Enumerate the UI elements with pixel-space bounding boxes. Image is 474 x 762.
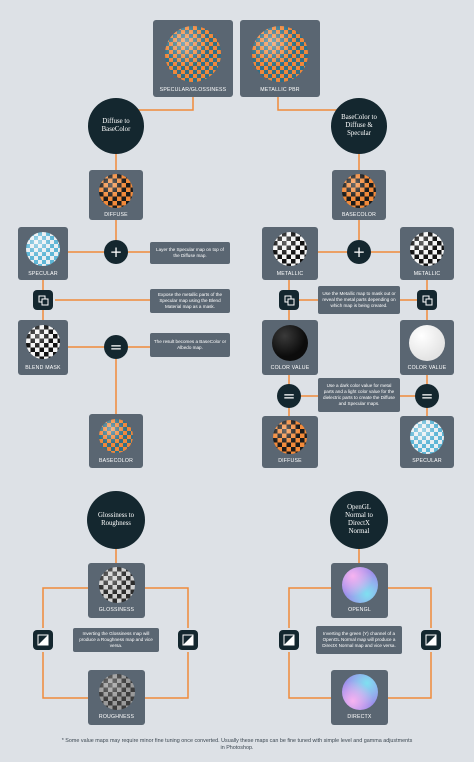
equals-operator-right: = <box>415 384 439 408</box>
metallic-left-sphere <box>273 232 307 266</box>
specular-result-label: SPECULAR <box>412 458 442 464</box>
roughness-label: ROUGHNESS <box>98 714 135 720</box>
basecolor-result-sphere <box>99 419 133 453</box>
specular-result-sphere <box>410 420 444 454</box>
color-value-light-sphere <box>409 325 445 361</box>
result-note: The result becomes a BaseColor or Albedo… <box>150 333 230 357</box>
metallic-left-card: METALLIC <box>262 227 318 280</box>
basecolor-result-card: BASECOLOR <box>89 414 143 468</box>
diffuse-result-sphere <box>273 420 307 454</box>
equals-operator: = <box>104 335 128 359</box>
roughness-sphere <box>98 674 135 710</box>
diffuse-result-label: DIFFUSE <box>278 458 302 464</box>
directx-sphere <box>341 674 378 710</box>
color-value-dark-card: COLOR VALUE <box>262 320 318 375</box>
opengl-card: OPENGL <box>331 563 388 618</box>
invert-icon <box>178 630 198 650</box>
metallic-right-sphere <box>410 232 444 266</box>
color-value-note: Use a dark color value for metal parts a… <box>318 378 400 412</box>
color-value-dark-sphere <box>272 325 308 361</box>
metallic-pbr-label: METALLIC PBR <box>260 87 300 93</box>
footnote: * Some value maps may require minor fine… <box>61 738 413 751</box>
glossiness-card: GLOSSINESS <box>88 563 145 618</box>
add-operator: + <box>104 240 128 264</box>
metallic-left-label: METALLIC <box>276 271 304 277</box>
opengl-sphere <box>341 567 378 603</box>
diffuse-sphere <box>99 174 133 208</box>
mask-note: Expose the metallic parts of the Specula… <box>150 289 230 313</box>
specular-sphere <box>26 232 60 266</box>
specular-glossiness-card: SPECULAR/GLOSSINESS <box>153 20 233 97</box>
metallic-right-card: METALLIC <box>400 227 454 280</box>
layer-copy-icon <box>279 290 299 310</box>
color-value-right-label: COLOR VALUE <box>407 365 447 371</box>
layer-copy-icon <box>417 290 437 310</box>
color-value-left-label: COLOR VALUE <box>270 365 310 371</box>
basecolor-to-diffuse-specular-heading: BaseColor to Diffuse & Specular <box>331 98 387 154</box>
equals-operator-left: = <box>277 384 301 408</box>
normal-note: Inverting the green (Y) channel of a Ope… <box>316 626 402 654</box>
layer-copy-icon <box>33 290 53 310</box>
glossiness-sphere <box>98 567 135 603</box>
diffuse-card: DIFFUSE <box>89 170 143 220</box>
color-value-light-card: COLOR VALUE <box>400 320 454 375</box>
specular-card: SPECULAR <box>18 227 68 280</box>
basecolor-card: BASECOLOR <box>332 170 386 220</box>
diffuse-result-card: DIFFUSE <box>262 416 318 468</box>
glossiness-note: Inverting the Glossiness map will produc… <box>73 628 159 652</box>
metallic-right-label: METALLIC <box>413 271 441 277</box>
basecolor-sphere <box>342 174 376 208</box>
specular-glossiness-label: SPECULAR/GLOSSINESS <box>159 87 227 93</box>
basecolor-result-label: BASECOLOR <box>98 458 134 464</box>
specular-glossiness-sphere <box>165 26 221 82</box>
roughness-card: ROUGHNESS <box>88 670 145 725</box>
invert-icon <box>279 630 299 650</box>
metallic-pbr-card: METALLIC PBR <box>240 20 320 97</box>
glossiness-label: GLOSSINESS <box>98 607 135 613</box>
diffuse-label: DIFFUSE <box>104 212 128 218</box>
opengl-label: OPENGL <box>348 607 371 613</box>
invert-icon <box>33 630 53 650</box>
add-note: Layer the Specular map on top of the Dif… <box>150 242 230 264</box>
glossiness-to-roughness-heading: Glossiness to Roughness <box>87 491 145 549</box>
directx-label: DIRECTX <box>347 714 372 720</box>
add-operator-right: + <box>347 240 371 264</box>
blend-mask-card: BLEND MASK <box>18 320 68 375</box>
invert-icon <box>421 630 441 650</box>
metallic-mask-note: Use the Metallic map to mask out or reve… <box>318 286 400 314</box>
diffuse-to-basecolor-heading: Diffuse to BaseColor <box>88 98 144 154</box>
specular-result-card: SPECULAR <box>400 416 454 468</box>
metallic-pbr-sphere <box>252 26 308 82</box>
opengl-to-directx-heading: OpenGL Normal to DirectX Normal <box>330 491 388 549</box>
blend-mask-label: BLEND MASK <box>25 365 61 371</box>
specular-label: SPECULAR <box>28 271 58 277</box>
directx-card: DIRECTX <box>331 670 388 725</box>
basecolor-label: BASECOLOR <box>341 212 377 218</box>
blend-mask-sphere <box>26 325 60 359</box>
